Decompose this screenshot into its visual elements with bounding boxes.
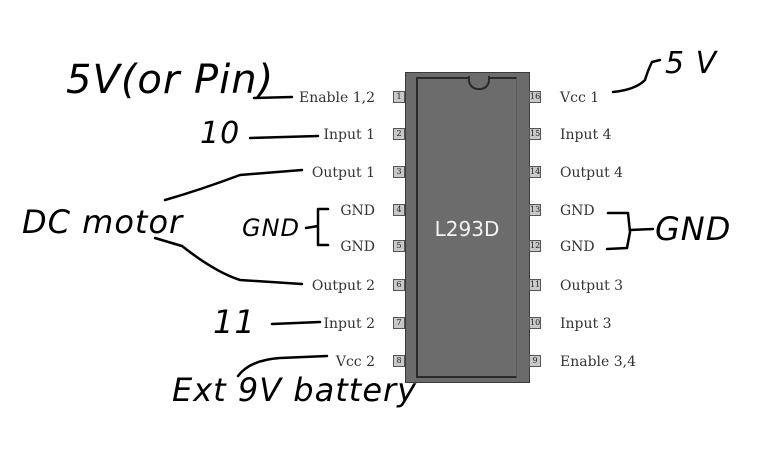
pin-12-box: 12 [529,240,541,252]
note-gnd-right: GND [655,210,732,248]
stroke-vcc2 [236,354,329,378]
note-gnd-left: GND [242,214,301,242]
note-enable12: 5V(or Pin) [66,57,275,103]
pin-8-label: Vcc 2 [335,354,375,370]
pin-3-label: Output 1 [311,165,375,181]
stroke-output2 [153,236,304,286]
pin-7-box: 7 [393,317,405,329]
pin-11-label: Output 3 [560,278,624,294]
pin-11-box: 11 [529,279,541,291]
chip-name: L293D [434,217,500,241]
pin-4-label: GND [340,203,375,219]
stroke-vcc1 [611,58,662,94]
note-vcc1: 5 V [665,46,718,81]
pin-7-label: Input 2 [323,316,375,332]
pin-16-box: 16 [529,91,541,103]
pin-10-label: Input 3 [560,316,612,332]
pin-10-box: 10 [529,317,541,329]
pin-15-box: 15 [529,128,541,140]
pin-5-label: GND [340,239,375,255]
pin-15-label: Input 4 [560,127,612,143]
stroke-input2 [270,320,322,326]
pin-8-box: 8 [393,355,405,367]
pin-6-box: 6 [393,279,405,291]
stroke-gnd-right-bracket [605,211,655,251]
pin-14-label: Output 4 [560,165,624,181]
pin-13-box: 13 [529,204,541,216]
pin-1-label: Enable 1,2 [298,90,375,106]
pin-1-box: 1 [393,91,405,103]
pin-5-box: 5 [393,240,405,252]
chip-notch [468,76,490,90]
note-input2: 11 [213,303,256,341]
note-dc-motor: DC motor [22,203,184,241]
pin-9-box: 9 [529,355,541,367]
pin-2-box: 2 [393,128,405,140]
pin-4-box: 4 [393,204,405,216]
pin-12-label: GND [560,239,595,255]
chip-inner-outline: L293D [416,76,517,378]
stroke-enable12 [252,95,294,100]
note-vcc2: Ext 9V battery [172,371,418,409]
pin-9-label: Enable 3,4 [560,354,637,370]
stroke-gnd-left-bracket [304,207,330,247]
pin-13-label: GND [560,203,595,219]
note-input1: 10 [200,116,241,151]
stroke-input1 [248,134,320,140]
pin-3-box: 3 [393,166,405,178]
pin-16-label: Vcc 1 [560,90,600,106]
pin-14-box: 14 [529,166,541,178]
pin-6-label: Output 2 [311,278,375,294]
chip-body: L293D [405,72,530,383]
pin-2-label: Input 1 [323,127,375,143]
stroke-output1 [163,168,304,202]
